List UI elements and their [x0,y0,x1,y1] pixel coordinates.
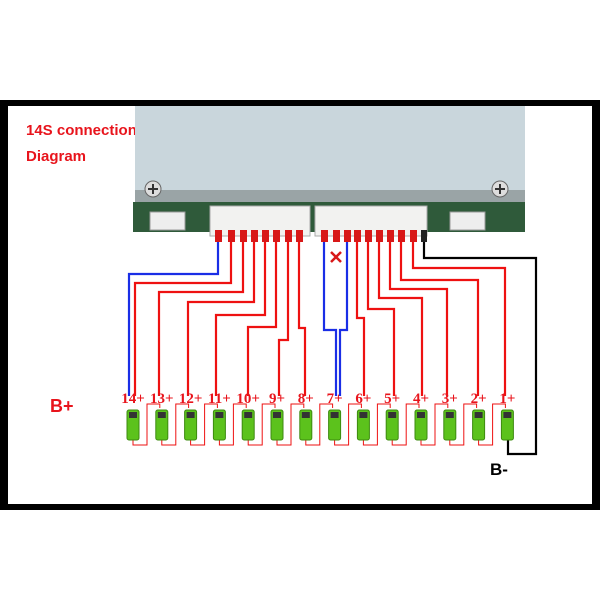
cell-label: 4+ [413,391,429,407]
series-link [218,403,247,446]
series-link [420,403,449,446]
wire [399,240,480,396]
cell-label: 1+ [499,391,515,407]
connector-pin-negative [421,230,427,242]
connector-pin [365,230,372,242]
connector-pin [376,230,383,242]
series-link [247,403,276,446]
connector-pin [285,230,292,242]
wire [127,240,220,396]
series-link [362,403,391,446]
connector-pin [398,230,405,242]
connector-pin [354,230,361,242]
frame: 14S connection Diagram 14+ 13+ 12+ 11+ 10+ 9+… [0,100,600,510]
bms-board-edge [135,190,525,202]
title-line-2: Diagram [26,148,87,165]
cell-label: 3+ [442,391,458,407]
cell-label: 11+ [208,391,231,407]
cell-label: 2+ [471,391,487,407]
cell-label: 12+ [179,391,203,407]
wire [214,240,267,396]
connector-pin [321,230,328,242]
series-link [161,403,190,446]
battery-cap [474,412,483,418]
cell-label: 5+ [384,391,400,407]
connector-pin [387,230,394,242]
b-plus-label: B+ [50,396,74,416]
connector-left [209,205,311,237]
battery-cap [186,412,195,418]
battery-cap [273,412,281,418]
series-link [132,403,161,446]
wire [277,240,290,396]
connector-pin [296,230,303,242]
series-link [190,403,218,446]
screw-slot [495,184,505,194]
bms-board-cover [135,106,525,200]
wire [411,240,507,396]
series-link [276,403,305,446]
screw-slot [148,184,158,194]
wire [355,240,366,396]
battery-cap [330,412,339,418]
cell-label: 7+ [327,391,343,407]
cell-label: 6+ [355,391,371,407]
cell-label: 10+ [236,391,260,407]
battery-cap [157,412,166,418]
cell-label: 13+ [150,391,174,407]
title-line-1: 14S connection [26,122,137,139]
battery-cap [301,412,310,418]
series-link [334,403,362,446]
x-mark-icon [330,251,342,263]
connector-pin [333,230,340,242]
wire [338,240,349,396]
series-link [449,403,478,446]
connector-pin [262,230,269,242]
wire [388,240,449,396]
series-link [305,403,334,446]
wire [366,240,396,396]
balance-port-right [449,211,486,231]
wire [157,240,245,396]
diagram-canvas: 14S connection Diagram 14+ 13+ 12+ 11+ 10+ 9+… [8,106,592,504]
connector-pin [228,230,235,242]
battery-cap [215,412,224,418]
battery-cap [129,412,137,418]
wire [246,240,278,396]
b-minus-label: B- [490,460,508,479]
connector-pin [273,230,280,242]
wire [377,240,424,396]
balance-port-left [149,211,186,231]
wire [422,240,538,456]
connector-pin [251,230,258,242]
cell-label: 9+ [269,391,285,407]
wire [186,240,256,396]
wiring-diagram: 14+ 13+ 12+ 11+ 10+ 9+ 8+ 7+ 6+ 5+ 4+ 3+ 2+ 1+ [121,106,538,456]
wire [322,240,338,396]
battery-cap [503,412,512,418]
battery-cap [244,412,253,418]
cell-label: 14+ [121,391,145,407]
battery-cap [388,412,397,418]
cell-label: 8+ [298,391,314,407]
wire [297,240,307,396]
connector-pin [215,230,222,242]
connector-pin [240,230,247,242]
connector-pin [410,230,417,242]
connector-pin [344,230,351,242]
battery-cap [359,412,368,418]
battery-cap [445,412,454,418]
series-link [391,403,420,446]
wire [133,240,233,396]
battery-cap [417,412,425,418]
series-link [478,403,506,446]
